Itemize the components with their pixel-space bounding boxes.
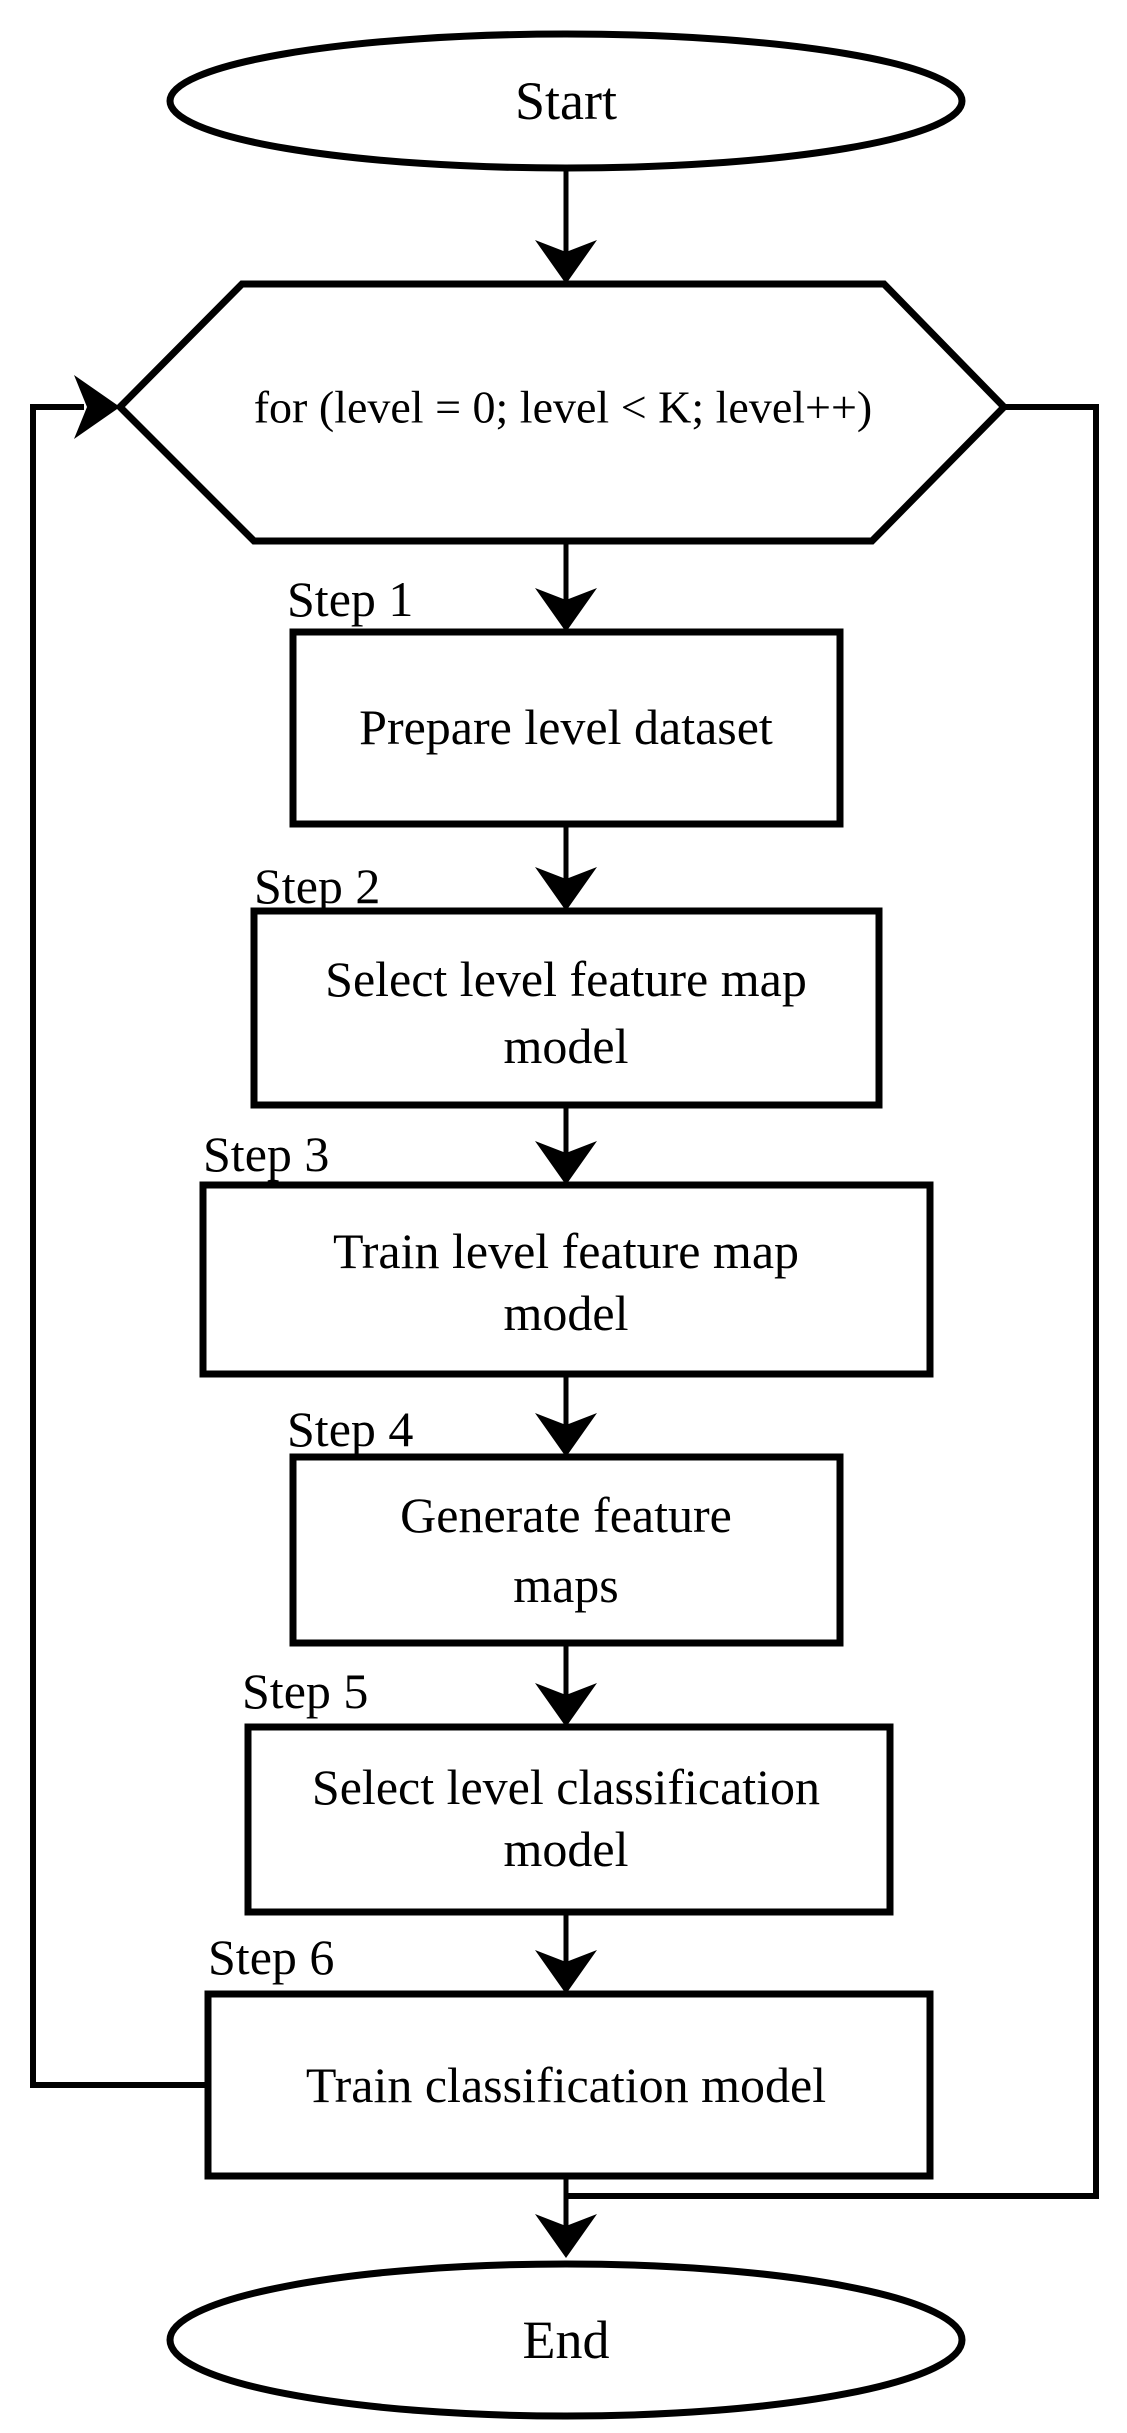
step-5-label: Step 5 [242,1663,368,1719]
step-4-label: Step 4 [287,1401,413,1457]
step-6-label: Step 6 [208,1929,334,1985]
end-label: End [523,2310,610,2370]
loop-back-line [30,404,208,2088]
arrowhead-icon [535,588,597,632]
arrowhead-icon [535,1141,597,1185]
arrowhead-icon [535,867,597,911]
start-node [166,30,966,172]
process-box-step-2-text-line-1: Select level feature map [325,951,807,1007]
process-box-step-3-text-line-1: Train level feature map [333,1223,799,1279]
loop-condition-label: for (level = 0; level < K; level++) [254,382,873,433]
process-box-step-6 [204,1990,934,2180]
arrowhead-icon [535,2214,597,2258]
start-label: Start [515,71,617,131]
process-box-step-2-text-line-2: model [504,1018,629,1074]
process-box-step-1-text: Prepare level dataset [359,699,773,755]
process-box-step-6-text: Train classification model [306,2057,826,2113]
process-box-step-3 [199,1181,934,1378]
process-box-step-1 [289,628,844,828]
loop-hexagon [115,280,1009,545]
arrowhead-icon [535,240,597,284]
process-box-step-5-text-line-2: model [504,1821,629,1877]
process-box-step-4-text-line-1: Generate feature [400,1487,732,1543]
process-box-step-5-text-line-1: Select level classification [312,1759,820,1815]
arrowhead-icon [535,1683,597,1727]
process-box-step-2 [250,907,883,1109]
end-node [166,2260,966,2420]
process-box-step-3-text-line-2: model [504,1285,629,1341]
arrowhead-icon [535,1950,597,1994]
arrowhead-icon [535,1413,597,1457]
step-1-label: Step 1 [287,571,413,627]
process-box-step-4 [289,1453,844,1647]
loop-back-arrowhead-icon [74,375,120,439]
step-2-label: Step 2 [254,858,380,914]
process-box-step-4-text-line-2: maps [513,1557,619,1613]
process-box-step-5 [244,1723,894,1916]
step-3-label: Step 3 [203,1126,329,1182]
loop-exit-line [566,404,1099,2199]
